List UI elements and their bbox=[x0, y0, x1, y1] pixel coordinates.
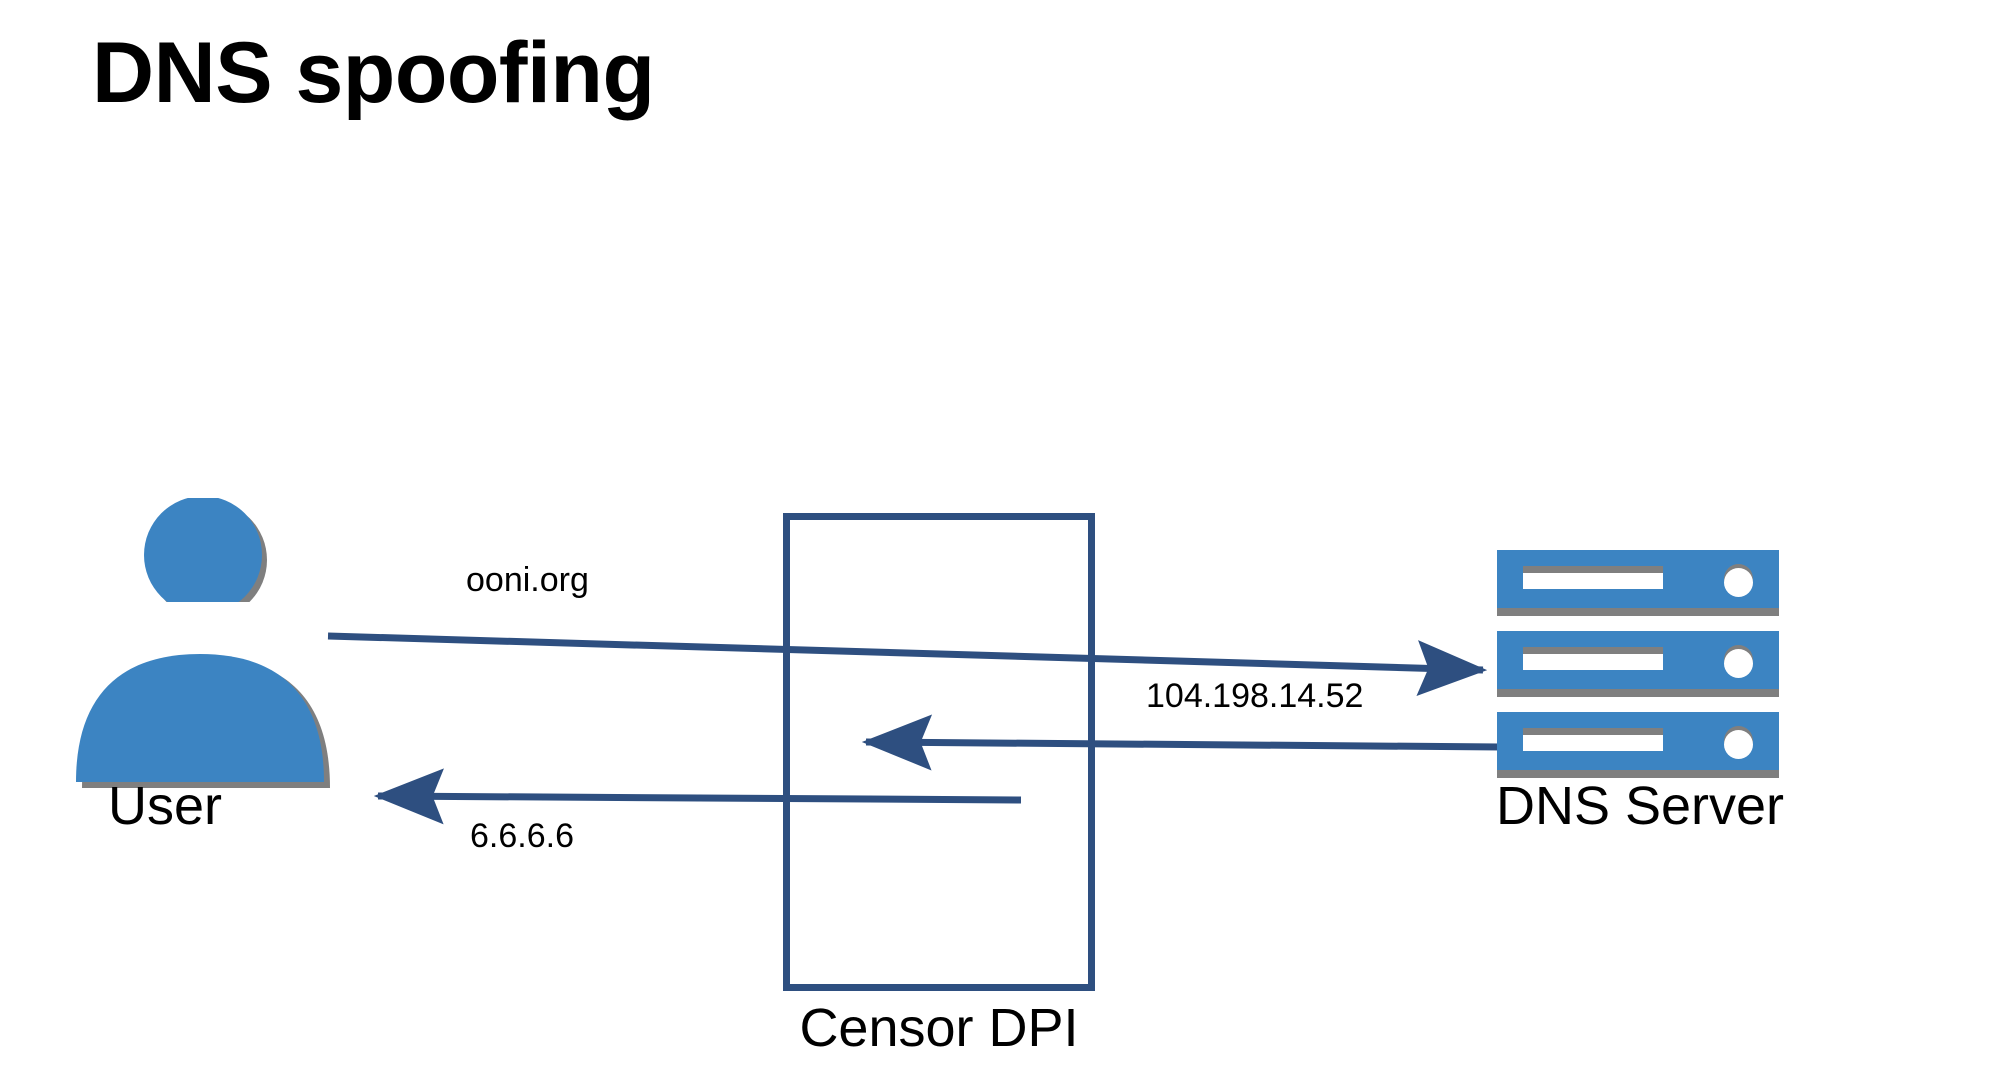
edge-label-spoof: 6.6.6.6 bbox=[470, 817, 574, 855]
edge-query-line bbox=[327, 632, 1488, 697]
rack-slot bbox=[1523, 573, 1663, 589]
rack-slot-edge bbox=[1523, 566, 1663, 573]
dns-server-node[interactable] bbox=[1497, 550, 1779, 778]
rack-slot-edge bbox=[1523, 647, 1663, 654]
censor-dpi-label: Censor DPI bbox=[799, 998, 1079, 1058]
server-rack-unit bbox=[1497, 712, 1779, 778]
person-icon bbox=[76, 498, 330, 788]
rack-slot bbox=[1523, 735, 1663, 751]
rack-led-icon bbox=[1724, 568, 1753, 597]
edge-answer-line bbox=[861, 714, 1502, 771]
rack-base-shadow bbox=[1497, 770, 1779, 778]
rack-slot-edge bbox=[1523, 728, 1663, 735]
page-title: DNS spoofing bbox=[92, 25, 655, 121]
rack-slot bbox=[1523, 654, 1663, 670]
rack-base-shadow bbox=[1497, 608, 1779, 616]
censor-dpi-box[interactable] bbox=[783, 513, 1095, 991]
edge-spoof-line bbox=[373, 768, 1022, 825]
server-rack-unit bbox=[1497, 550, 1779, 616]
edge-label-query: ooni.org bbox=[466, 561, 589, 599]
rack-led-icon bbox=[1724, 730, 1753, 759]
user-label: User bbox=[107, 776, 222, 836]
rack-led-icon bbox=[1724, 649, 1753, 678]
rack-base-shadow bbox=[1497, 689, 1779, 697]
server-rack-unit bbox=[1497, 631, 1779, 697]
edge-label-answer: 104.198.14.52 bbox=[1146, 677, 1364, 715]
user-node[interactable] bbox=[72, 498, 340, 788]
dns-server-label: DNS Server bbox=[1495, 776, 1785, 836]
